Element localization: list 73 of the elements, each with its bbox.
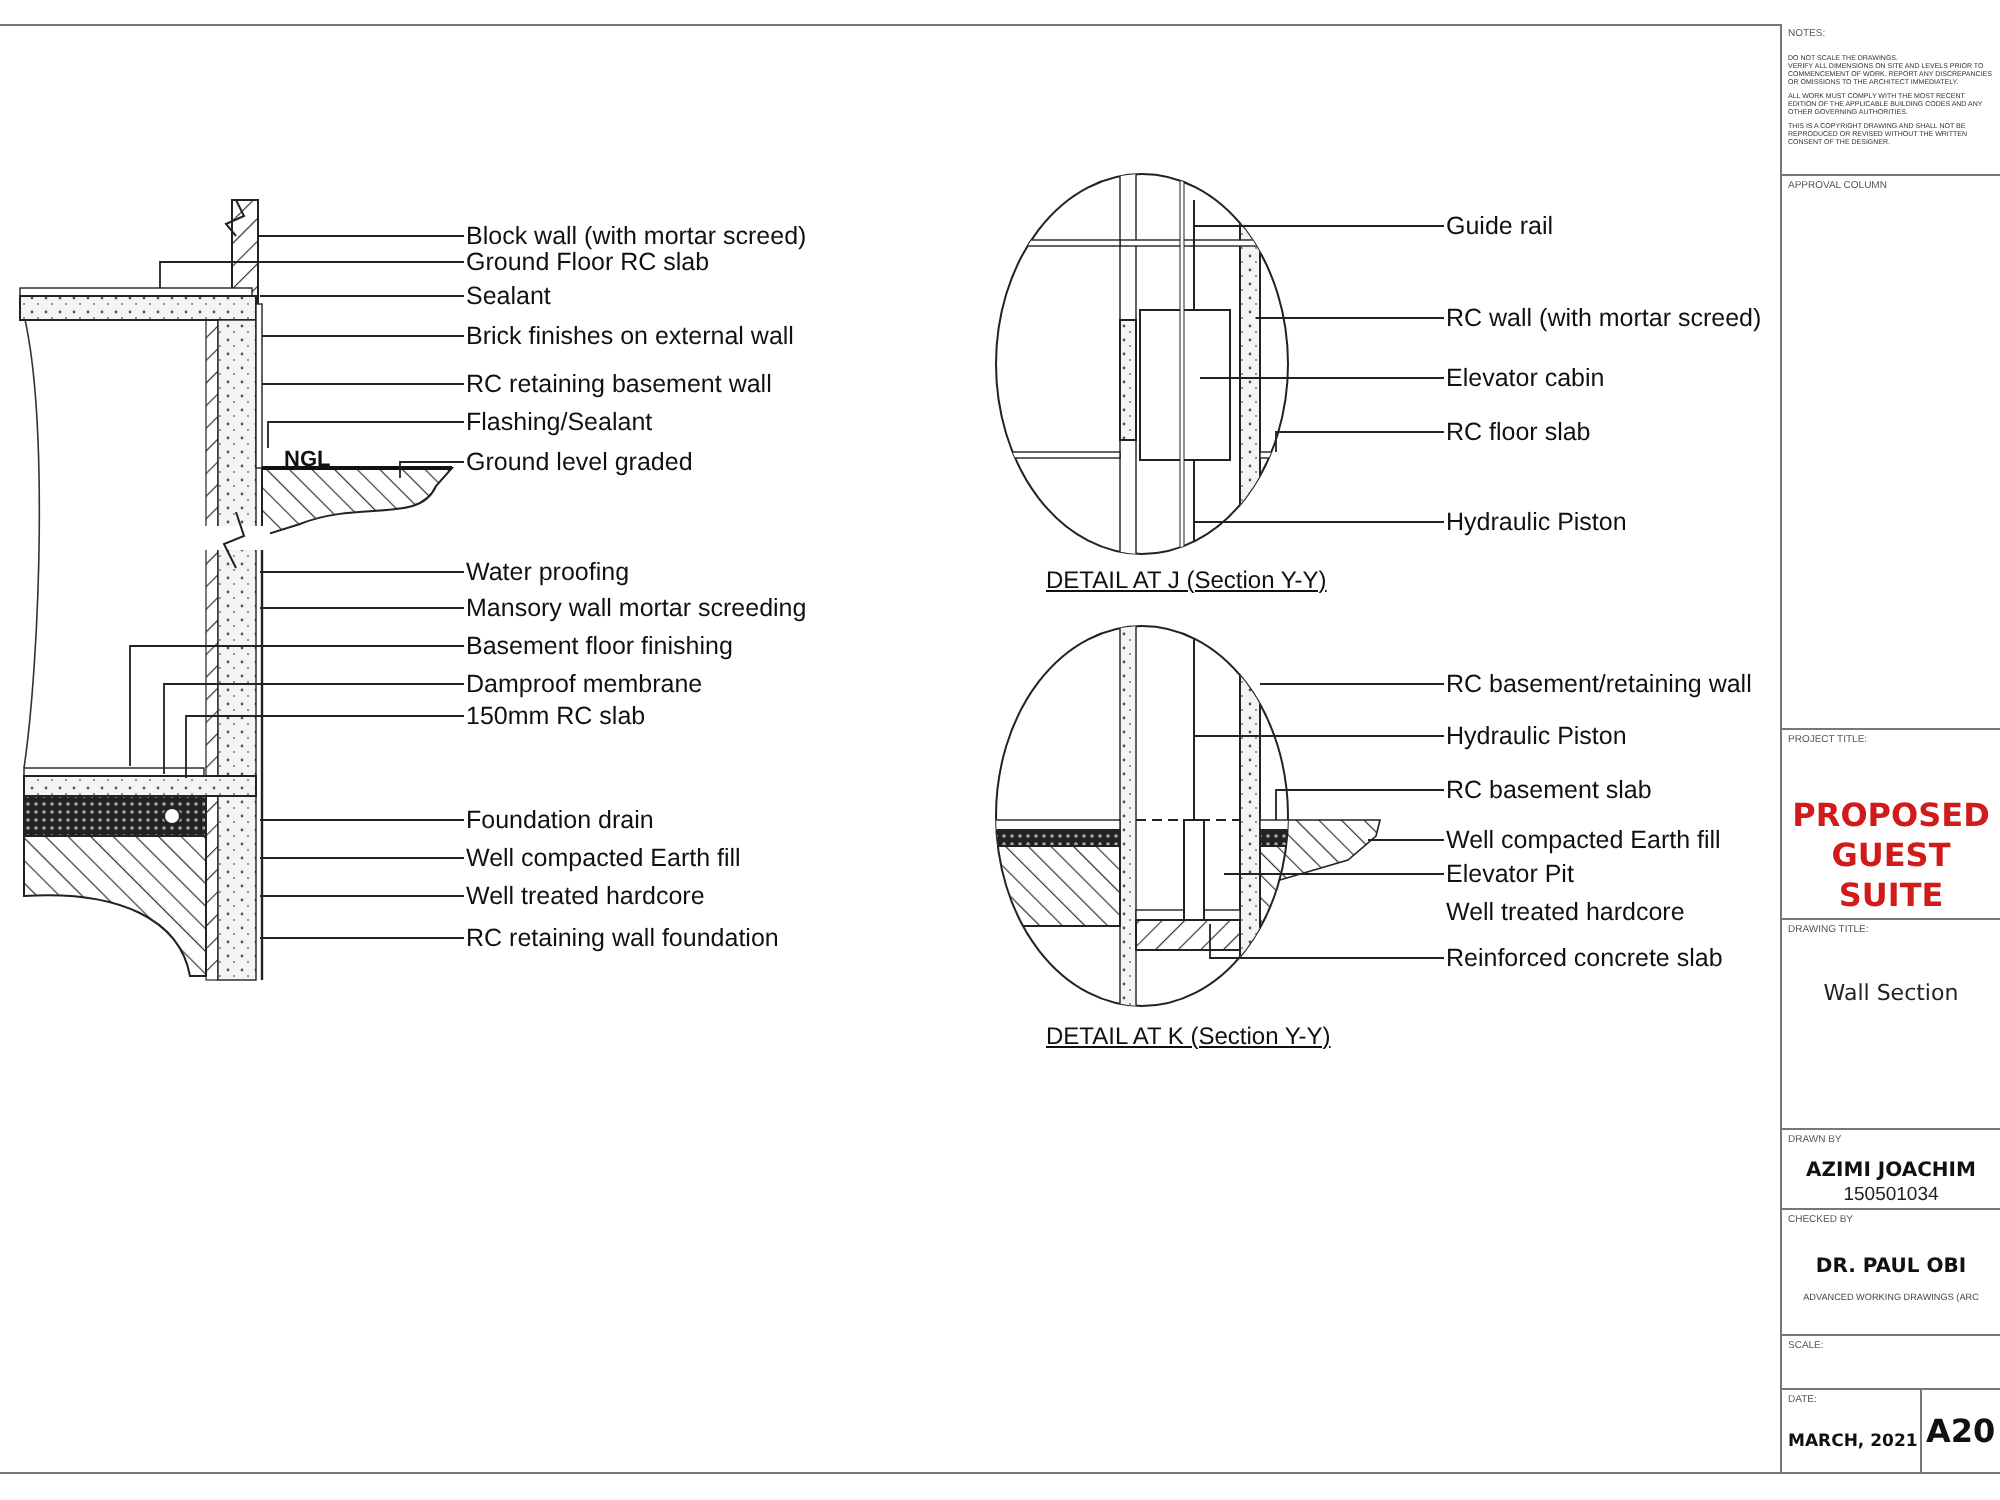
title-block-cell [1782, 1210, 2000, 1336]
leader-line [267, 421, 465, 449]
student-number: 150501034 [1841, 1184, 1941, 1206]
callout-label: Well treated hardcore [466, 880, 705, 912]
leader-line [1193, 225, 1445, 227]
callout-label: RC basement/retaining wall [1446, 668, 1752, 700]
callout-label: Basement floor finishing [466, 630, 733, 662]
level-marker: NGL [284, 448, 331, 474]
leader-line [1193, 735, 1445, 737]
leader-line [259, 819, 465, 821]
callout-label: RC retaining basement wall [466, 368, 772, 400]
leader-line [1209, 923, 1445, 959]
callout-label: Foundation drain [466, 804, 654, 836]
callout-label: Well treated hardcore [1446, 896, 1685, 928]
callout-label: Ground level graded [466, 446, 693, 478]
leader-line [1367, 839, 1445, 841]
callout-label: RC basement slab [1446, 774, 1652, 806]
title-block-cell [1782, 920, 2000, 1130]
callout-label: Guide rail [1446, 210, 1553, 242]
callout-label: Well compacted Earth fill [1446, 824, 1721, 856]
leader-line [1259, 683, 1445, 685]
callout-label: Reinforced concrete slab [1446, 942, 1723, 974]
leader-line [259, 607, 465, 609]
callout-label: Hydraulic Piston [1446, 506, 1627, 538]
leader-line [1199, 377, 1445, 379]
leader-line [1275, 789, 1445, 821]
project-title: PROPOSED GUEST SUITE [1790, 796, 1992, 916]
leader-line [259, 937, 465, 939]
leader-line [163, 683, 465, 775]
callout-label: Well compacted Earth fill [466, 842, 741, 874]
callout-label: Mansory wall mortar screeding [466, 592, 807, 624]
drafter-name: AZIMI JOACHIM [1804, 1160, 1978, 1184]
checker-name: DR. PAUL OBI [1813, 1256, 1969, 1280]
title-block-cell [1782, 730, 2000, 920]
callout-label: Flashing/Sealant [466, 406, 653, 438]
title-block-cell [1782, 1336, 2000, 1390]
leader-line [257, 235, 465, 237]
drawing-title: Wall Section [1821, 978, 1961, 1010]
leader-line [1223, 873, 1445, 875]
detail-title: DETAIL AT K (Section Y-Y) [1046, 1020, 1331, 1054]
date-value: MARCH, 2021 [1786, 1430, 1920, 1456]
title-block-cell [1782, 176, 2000, 730]
callout-label: Block wall (with mortar screed) [466, 220, 807, 252]
leader-line [399, 461, 465, 479]
title-block-cell [1782, 24, 2000, 176]
sheet-number-cell [1920, 1390, 2000, 1474]
callout-label: Elevator cabin [1446, 362, 1605, 394]
callout-label: RC floor slab [1446, 416, 1591, 448]
leader-line [261, 335, 465, 337]
leader-line [1193, 521, 1445, 523]
leader-line [1255, 317, 1445, 319]
title-block-cell [1782, 1130, 2000, 1210]
leader-line [259, 571, 465, 573]
callout-label: Elevator Pit [1446, 858, 1574, 890]
callout-label: Hydraulic Piston [1446, 720, 1627, 752]
leader-line [259, 295, 465, 297]
leader-line [261, 383, 465, 385]
callout-label: Sealant [466, 280, 551, 312]
callout-label: RC wall (with mortar screed) [1446, 302, 1762, 334]
leader-line [1275, 431, 1445, 453]
callout-label: Brick finishes on external wall [466, 320, 794, 352]
callout-label: Water proofing [466, 556, 630, 588]
leader-line [129, 645, 465, 767]
leader-line [185, 715, 465, 779]
sheet-number: A20 [1924, 1409, 1996, 1453]
detail-title: DETAIL AT J (Section Y-Y) [1046, 564, 1327, 598]
callout-label: RC retaining wall foundation [466, 922, 779, 954]
leader-line [259, 895, 465, 897]
leader-line [259, 857, 465, 859]
leader-line [159, 261, 465, 289]
callout-label: Damproof membrane [466, 668, 703, 700]
callout-label: Ground Floor RC slab [466, 246, 710, 278]
callout-label: 150mm RC slab [466, 700, 646, 732]
